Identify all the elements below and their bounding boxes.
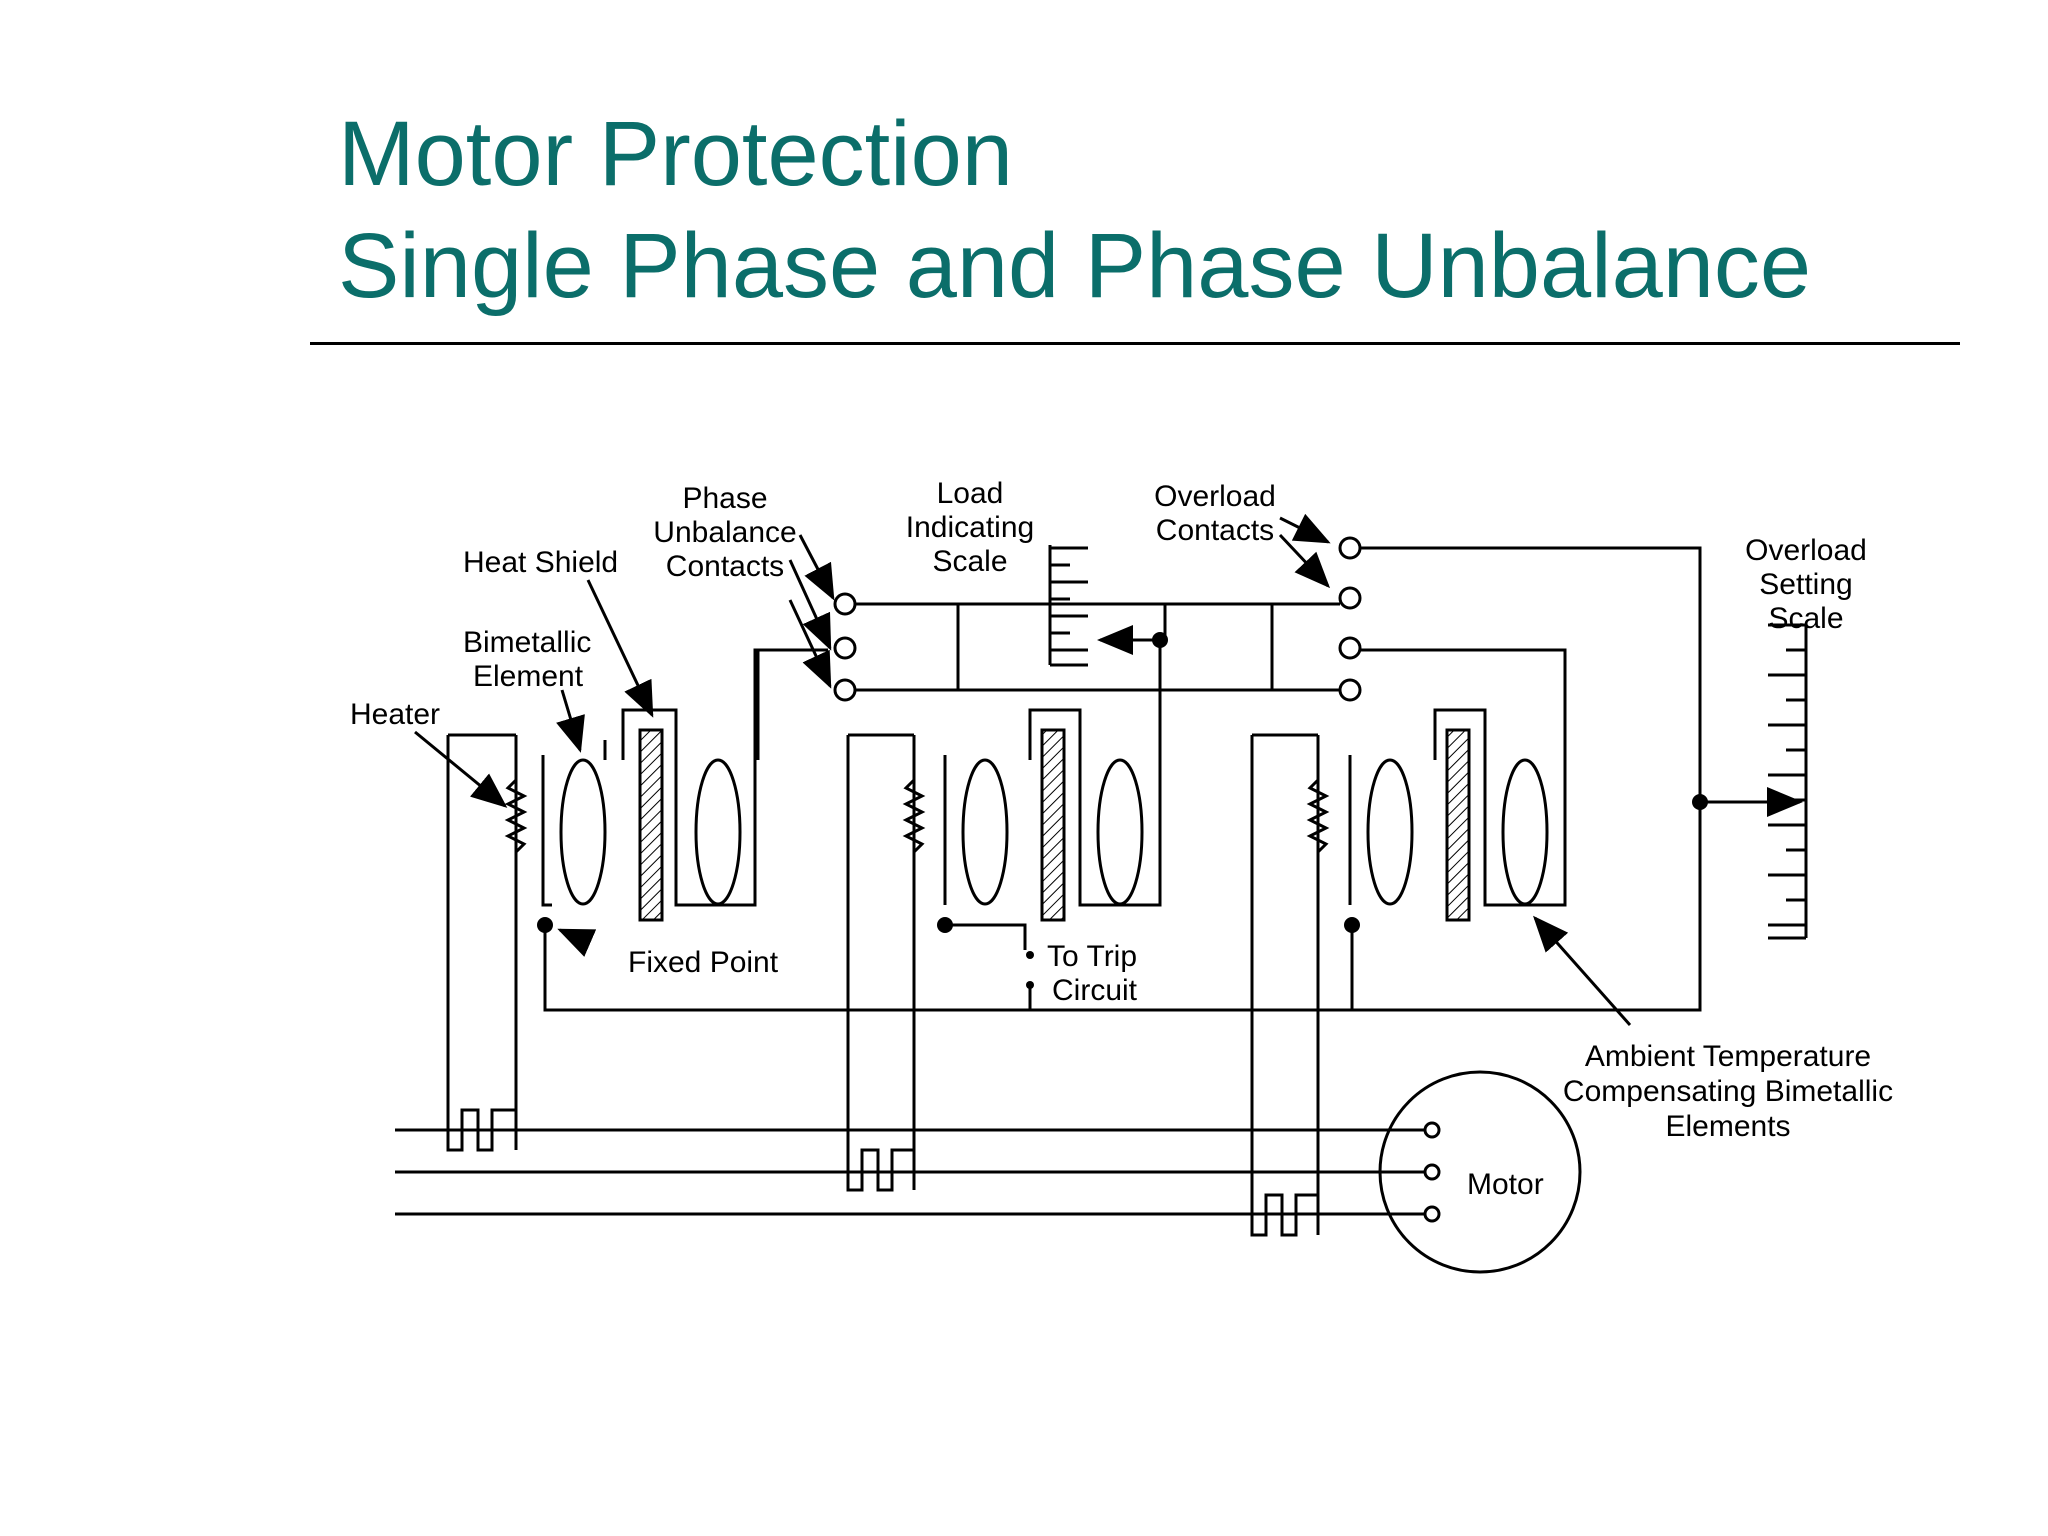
motor-circle (1378, 1070, 1582, 1274)
label-overload: Overload (1154, 480, 1276, 513)
label-heat-shield: Heat Shield (463, 546, 618, 579)
label-ambient-1: Ambient Temperature (1585, 1040, 1871, 1073)
label-indicating: Indicating (906, 511, 1034, 544)
label-unbalance: Unbalance (653, 516, 796, 549)
label-ambient-3: Elements (1665, 1110, 1790, 1143)
label-setting-scale: Scale (1768, 602, 1843, 635)
label-circuit: Circuit (1052, 974, 1138, 1007)
label-setting-overload: Overload (1745, 534, 1867, 567)
label-ambient-2: Compensating Bimetallic (1563, 1075, 1893, 1108)
trip-circuit-lead (948, 923, 1027, 950)
label-fixed-point: Fixed Point (628, 946, 779, 979)
label-load: Load (937, 477, 1004, 510)
overload-bus (543, 546, 1702, 1012)
title-line-2: Single Phase and Phase Unbalance (338, 215, 1812, 317)
label-to-trip: To Trip (1047, 940, 1137, 973)
label-bimetallic: Bimetallic (463, 626, 591, 659)
ct-loop-1 (446, 1108, 518, 1152)
label-element: Element (473, 660, 584, 693)
heater-resistor-1 (504, 778, 528, 854)
label-motor: Motor (1467, 1168, 1544, 1201)
label-overload-contacts: Contacts (1156, 514, 1274, 547)
label-unbalance-contacts: Contacts (666, 550, 784, 583)
ct-loop-3 (1250, 1193, 1320, 1237)
label-setting: Setting (1759, 568, 1852, 601)
title-divider (310, 342, 1960, 345)
ct-loop-2 (846, 1148, 916, 1192)
title-line-1: Motor Protection (338, 103, 1013, 205)
label-heater: Heater (350, 698, 440, 731)
label-load-scale: Scale (932, 545, 1007, 578)
label-phase: Phase (682, 482, 767, 515)
slide-title: Motor Protection Single Phase and Phase … (338, 98, 1938, 322)
